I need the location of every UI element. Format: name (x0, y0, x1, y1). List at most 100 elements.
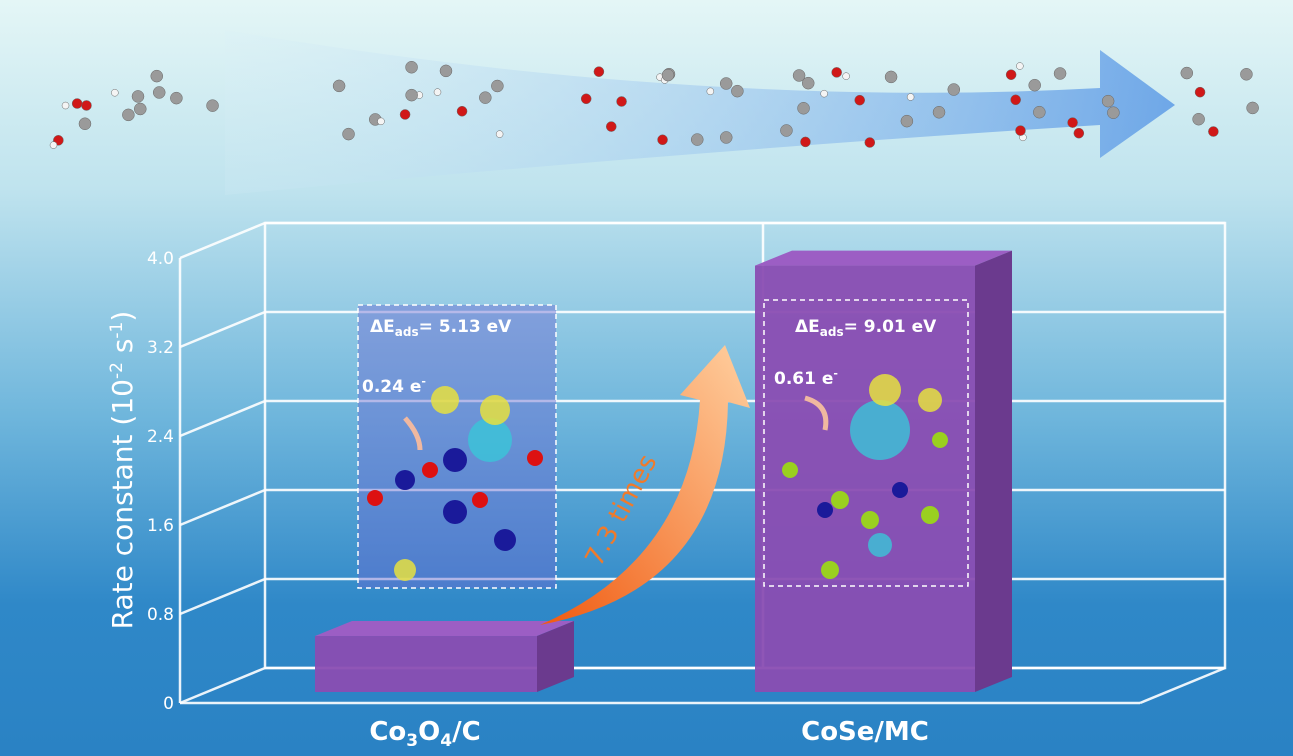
y-axis-label: Rate constant (10-2 s-1) (106, 311, 139, 630)
atom (1053, 67, 1067, 80)
bars (315, 250, 1012, 692)
atom (691, 133, 704, 146)
atom (797, 101, 810, 115)
atom (342, 127, 355, 141)
atom (947, 83, 961, 96)
floor-right-edge (1139, 666, 1226, 705)
atom (801, 76, 815, 90)
atom (1208, 126, 1219, 137)
atom (439, 64, 453, 78)
inset-cose: ΔEads= 9.01 eV 0.61 e- (763, 299, 969, 587)
atom (1246, 101, 1259, 115)
atom (792, 69, 806, 82)
x-label-cose-mc: CoSe/MC (801, 717, 929, 747)
atom (780, 124, 793, 137)
atom (405, 60, 418, 74)
atom (580, 93, 592, 105)
atom (900, 114, 914, 128)
y-tick-label: 4.0 (147, 249, 174, 269)
y-tick-label: 1.6 (147, 516, 174, 536)
atom (1016, 62, 1024, 70)
atom (906, 93, 915, 101)
atom (332, 79, 346, 93)
degradation-pathway-arrow (225, 30, 1175, 195)
atom (1107, 106, 1120, 119)
svg-text:0.24 e-: 0.24 e- (362, 375, 426, 397)
atom (1015, 125, 1026, 136)
bar-CoSe/MC (755, 265, 975, 692)
atom (1010, 94, 1021, 106)
atom (152, 86, 166, 99)
atom (131, 90, 145, 103)
atom (1005, 69, 1017, 80)
y-tick-label: 2.4 (147, 427, 174, 447)
atom (1194, 86, 1206, 98)
gridline-depth (179, 399, 266, 438)
atom (61, 101, 70, 110)
bar-side (537, 621, 574, 692)
atom (456, 105, 468, 117)
bar-top (315, 621, 574, 637)
gridline-depth (179, 310, 266, 349)
atom (479, 91, 492, 104)
charge-density-structure-left (367, 386, 543, 581)
atom (170, 91, 183, 105)
atom (831, 67, 842, 78)
atom (78, 117, 92, 131)
atom (800, 136, 811, 148)
energy-label: ΔE (370, 317, 395, 337)
atom (731, 84, 744, 98)
atom (377, 117, 385, 126)
x-label-co3o4-c: Co3O4/C (369, 717, 480, 751)
atom (657, 134, 668, 146)
atom (495, 130, 504, 138)
ratio-arrow: 7.3 times (540, 345, 750, 625)
gridline-depth (179, 577, 266, 616)
y-tick-label: 3.2 (147, 338, 174, 358)
molecule-structures (49, 60, 1259, 149)
atom (661, 68, 675, 82)
atom (405, 88, 418, 102)
atom (1028, 78, 1041, 92)
y-axis-ticks: 0 0.8 1.6 2.4 3.2 4.0 (147, 249, 174, 714)
charge-transfer-label: 0.61 e (774, 369, 833, 389)
atom (134, 102, 147, 116)
svg-text:ΔEads= 9.01 eV: ΔEads= 9.01 eV (795, 317, 937, 339)
atom (1033, 105, 1046, 119)
atom (820, 89, 828, 98)
atom (111, 89, 119, 97)
y-tick-label: 0 (163, 694, 174, 714)
atom (593, 66, 605, 77)
atom (49, 141, 58, 149)
atom (491, 79, 504, 93)
atom (719, 77, 733, 90)
bar-Co3O4/C (315, 636, 537, 692)
atom (1192, 112, 1205, 126)
inset-co3o4: ΔEads= 5.13 eV 0.24 e- (357, 304, 557, 589)
atom (1067, 117, 1078, 128)
atom (706, 87, 715, 96)
atom (122, 108, 135, 122)
atom (616, 96, 627, 107)
charge-transfer-label: 0.24 e (362, 377, 421, 397)
atom (150, 69, 164, 83)
energy-label: ΔE (795, 317, 820, 337)
gridline-depth (179, 488, 266, 527)
atom (1240, 68, 1253, 81)
atom (71, 98, 83, 109)
gridline-depth (179, 221, 266, 260)
atom (1101, 94, 1115, 108)
atom (884, 70, 898, 84)
gridline-depth (179, 666, 266, 705)
atom (433, 88, 442, 96)
atom (854, 94, 865, 106)
atom (399, 109, 411, 120)
svg-text:ΔEads= 5.13 eV: ΔEads= 5.13 eV (370, 317, 512, 339)
atom (719, 131, 733, 144)
atom (1180, 66, 1194, 80)
y-tick-label: 0.8 (147, 605, 174, 625)
atom (932, 106, 946, 119)
atom (842, 72, 850, 80)
svg-text:0.61 e-: 0.61 e- (774, 367, 838, 389)
